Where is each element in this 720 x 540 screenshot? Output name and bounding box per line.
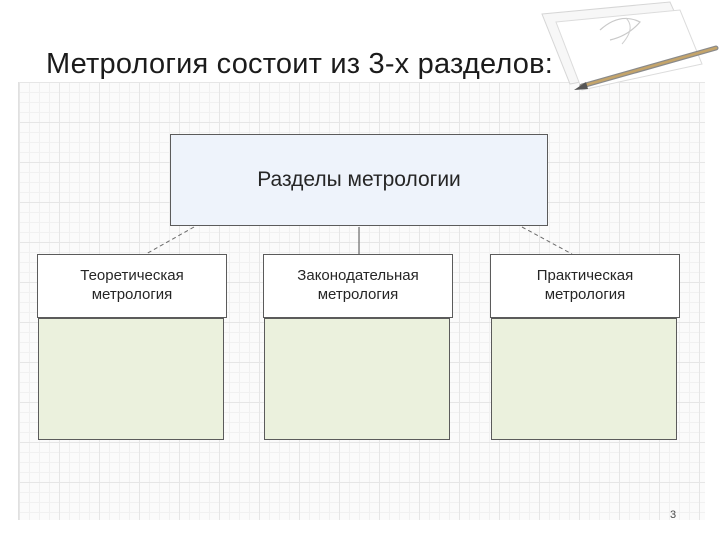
- section-body-legislative: [264, 318, 450, 440]
- slide-title: Метрология состоит из 3-х разделов:: [46, 48, 553, 80]
- section-node-practical: Практическая метрология: [490, 254, 680, 318]
- section-label-legislative: Законодательная метрология: [297, 267, 419, 303]
- section-label-theoretical: Теоретическая метрология: [80, 267, 184, 303]
- section-node-theoretical: Теоретическая метрология: [37, 254, 227, 318]
- root-node: Разделы метрологии: [170, 134, 548, 226]
- section-body-theoretical: [38, 318, 224, 440]
- section-body-practical: [491, 318, 677, 440]
- section-node-legislative: Законодательная метрология: [263, 254, 453, 318]
- root-node-label: Разделы метрологии: [257, 167, 461, 191]
- paper-and-pencil-icon: [541, 1, 719, 91]
- page-number: 3: [670, 509, 677, 521]
- section-label-practical: Практическая метрология: [536, 267, 634, 303]
